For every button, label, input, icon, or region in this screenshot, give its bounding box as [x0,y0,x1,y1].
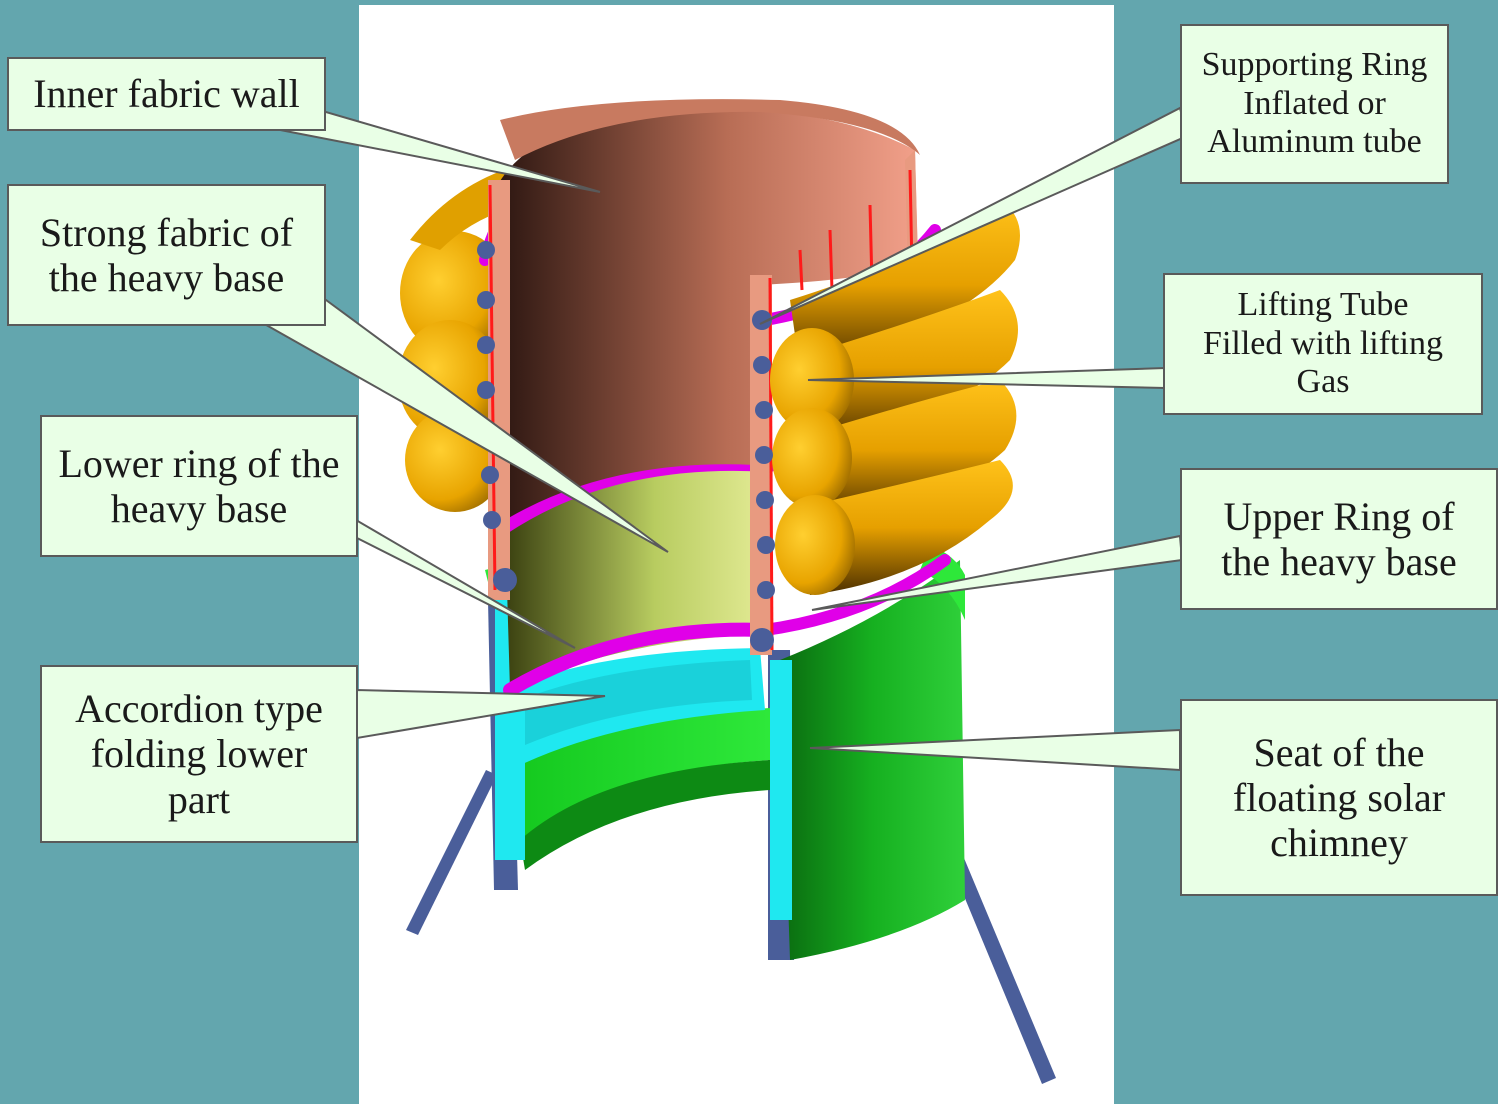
label-accordion: Accordion type folding lower part [40,665,358,843]
label-supporting-ring: Supporting Ring Inflated or Aluminum tub… [1180,24,1449,184]
label-seat: Seat of the floating solar chimney [1180,699,1498,896]
label-lower-ring: Lower ring of the heavy base [40,415,358,557]
label-strong-fabric: Strong fabric of the heavy base [7,184,326,326]
label-upper-ring: Upper Ring of the heavy base [1180,468,1498,610]
label-inner-fabric-wall: Inner fabric wall [7,57,326,131]
label-lifting-tube: Lifting Tube Filled with lifting Gas [1163,273,1483,415]
leg-left-outer [406,770,497,935]
